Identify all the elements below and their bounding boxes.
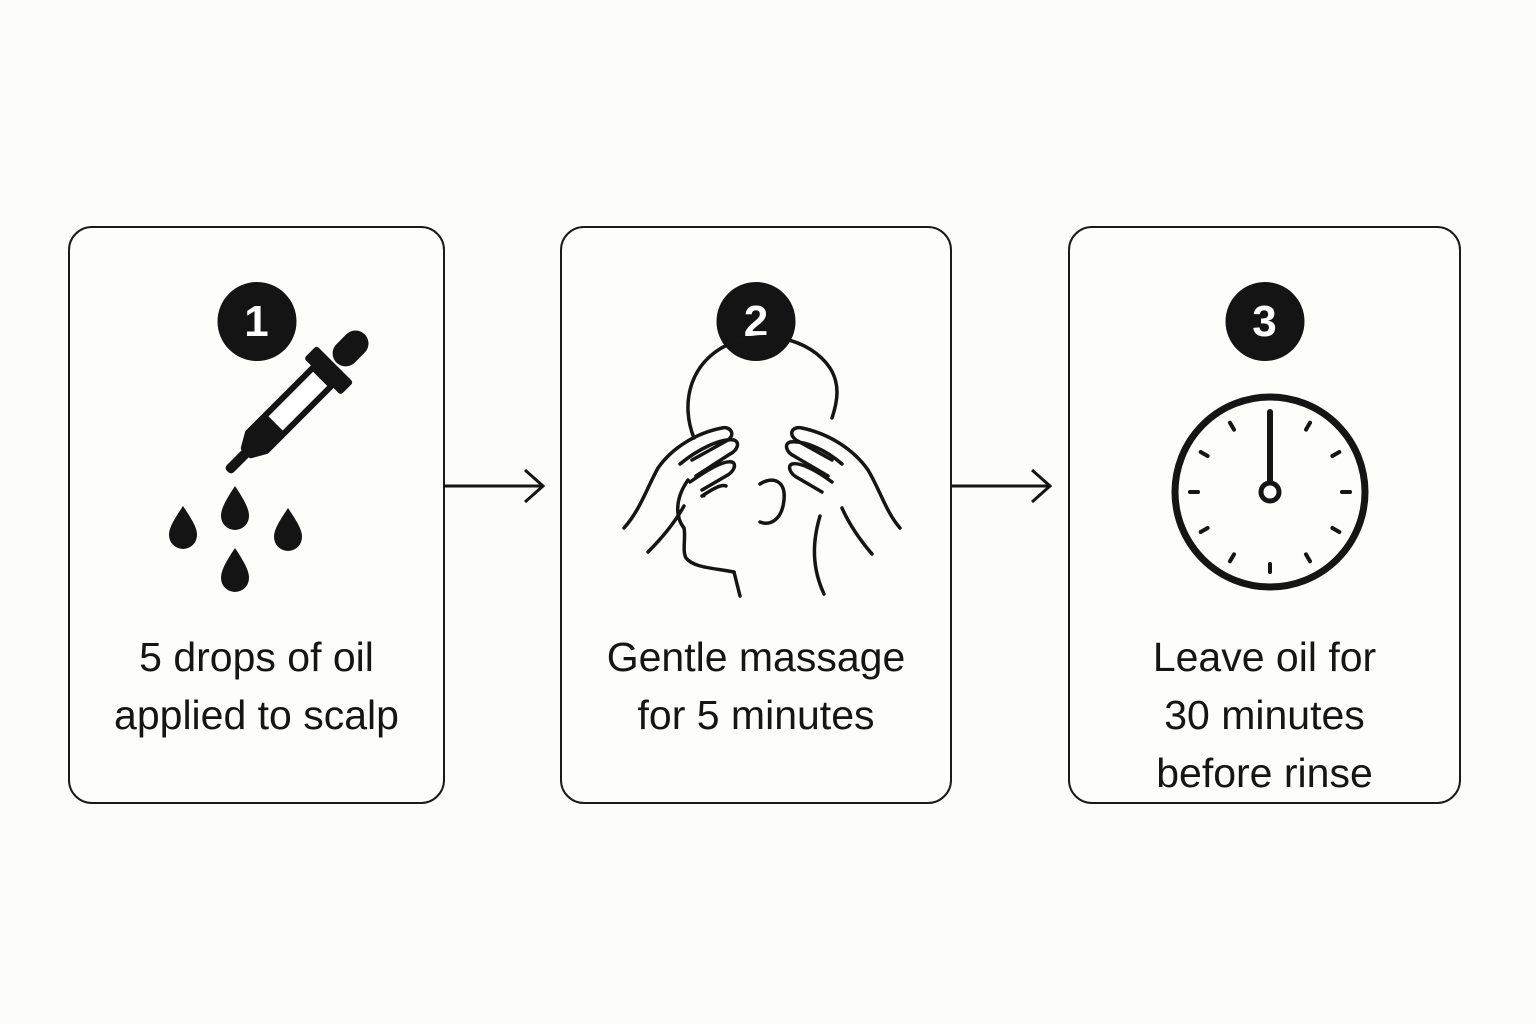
- clock-tick: [1228, 420, 1236, 432]
- step-description-line: Leave oil for: [1152, 634, 1377, 680]
- clock-tick: [1304, 420, 1312, 432]
- clock-tick: [1330, 526, 1342, 534]
- step-number-badge: 3: [1225, 282, 1304, 361]
- clock-icon: [1171, 393, 1369, 591]
- step-card-2: 2 Gentle massage: [560, 226, 952, 804]
- head-massage-icon: [622, 334, 902, 598]
- clock-tick: [1198, 526, 1210, 534]
- dropper-with-oil-drops-icon: [169, 330, 369, 592]
- step-description-line: 5 drops of oil: [139, 634, 374, 680]
- step-card-3: 3 Leave oil for 30 minutes before rinse: [1068, 226, 1461, 804]
- right-arrow-icon: [445, 468, 546, 504]
- step-description: Gentle massage for 5 minutes: [562, 628, 950, 744]
- step-description-line: before rinse: [1156, 750, 1373, 796]
- clock-tick: [1228, 552, 1236, 564]
- clock-tick: [1304, 552, 1312, 564]
- clock-tick: [1198, 450, 1210, 458]
- step-description-line: applied to scalp: [114, 692, 399, 738]
- step-number-badge: 1: [217, 282, 296, 361]
- step-description-line: 30 minutes: [1164, 692, 1365, 738]
- step-card-1: 1 5 drops of oil applied to scalp: [68, 226, 445, 804]
- step-description-line: Gentle massage: [606, 634, 906, 680]
- step-description: Leave oil for 30 minutes before rinse: [1070, 628, 1459, 802]
- right-arrow-icon: [952, 468, 1053, 504]
- step-description-line: for 5 minutes: [637, 692, 875, 738]
- step-description: 5 drops of oil applied to scalp: [70, 628, 443, 744]
- clock-tick: [1330, 450, 1342, 458]
